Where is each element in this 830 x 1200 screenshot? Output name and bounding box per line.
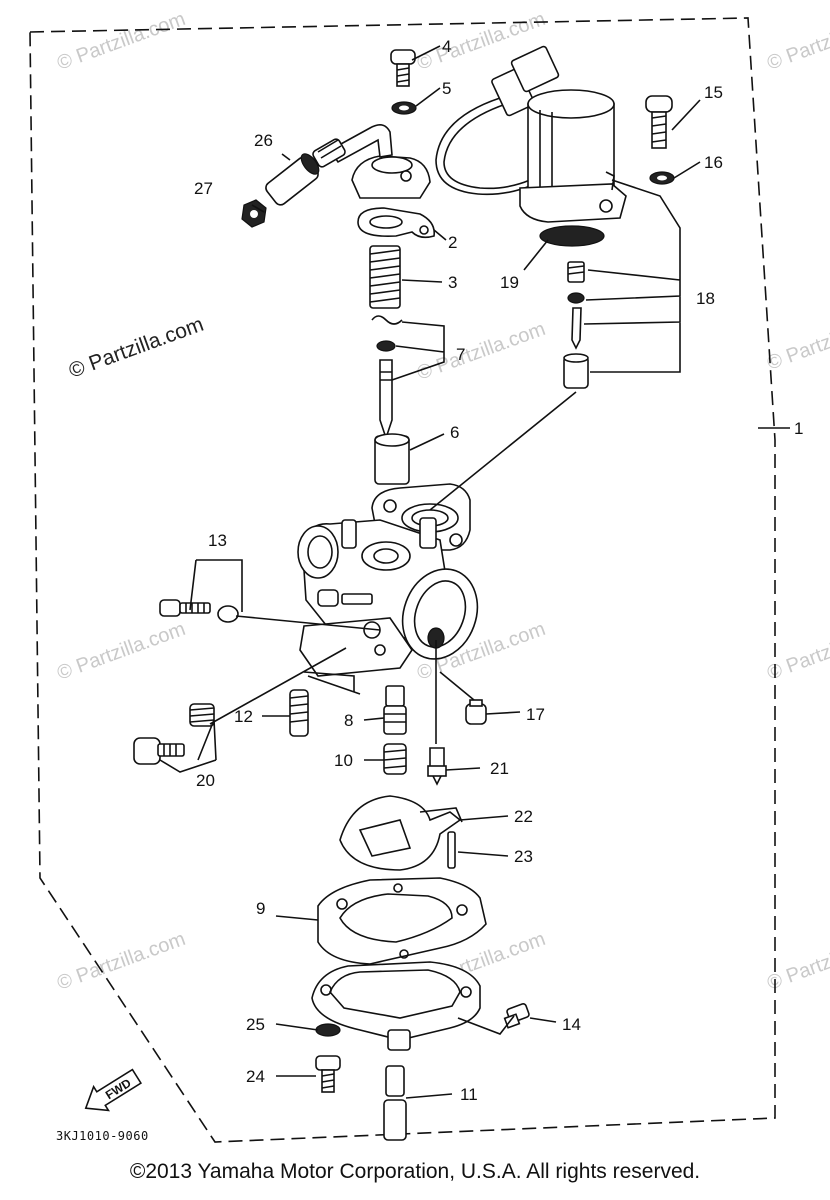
callout-11: 11	[460, 1085, 478, 1104]
leader-lines	[159, 45, 790, 1099]
forward-direction-arrow-icon: FWD	[84, 1068, 142, 1112]
watermark: © Partzilla.com	[54, 8, 188, 75]
callout-2: 2	[448, 233, 457, 252]
callout-20: 20	[196, 771, 215, 790]
watermark: © Partzilla.com	[764, 618, 830, 685]
watermark: © Partzilla.com	[764, 8, 830, 75]
small-parts	[133, 599, 487, 786]
choke-cover-group	[241, 49, 436, 485]
watermark: © Partzilla.com	[764, 308, 830, 375]
diagram-code: 3KJ1010-9060	[56, 1129, 149, 1143]
callout-4: 4	[442, 37, 451, 56]
callout-19: 19	[500, 273, 519, 292]
callout-16: 16	[704, 153, 723, 172]
callout-26: 26	[254, 131, 273, 150]
watermark: © Partzilla.com	[54, 928, 188, 995]
callout-labels: 1 2 3 4 5 6 7 8 9 10 11 12 13 14 15 16 1…	[194, 37, 803, 1104]
callout-18: 18	[696, 289, 715, 308]
callout-23: 23	[514, 847, 533, 866]
auto-choke-group	[435, 45, 675, 389]
callout-9: 9	[256, 899, 265, 918]
callout-12: 12	[234, 707, 253, 726]
copyright-notice: ©2013 Yamaha Motor Corporation, U.S.A. A…	[129, 1160, 701, 1183]
watermark-prominent: © Partzilla.com	[66, 313, 207, 383]
callout-25: 25	[246, 1015, 265, 1034]
callout-1: 1	[794, 419, 803, 438]
callout-17: 17	[526, 705, 545, 724]
callout-22: 22	[514, 807, 533, 826]
callout-13: 13	[208, 531, 227, 550]
callout-15: 15	[704, 83, 723, 102]
watermark: © Partzilla.com	[764, 928, 830, 995]
watermark: © Partzilla.com	[54, 618, 188, 685]
callout-3: 3	[448, 273, 457, 292]
assembly-boundary	[29, 17, 776, 1143]
callout-8: 8	[344, 711, 353, 730]
callout-14: 14	[562, 1015, 581, 1034]
callout-7: 7	[456, 345, 465, 364]
callout-21: 21	[490, 759, 509, 778]
callout-24: 24	[246, 1067, 265, 1086]
callout-5: 5	[442, 79, 451, 98]
callout-27: 27	[194, 179, 213, 198]
callout-6: 6	[450, 423, 459, 442]
callout-10: 10	[334, 751, 353, 770]
carburetor-body	[297, 483, 479, 677]
float-and-bowl	[311, 795, 530, 1141]
